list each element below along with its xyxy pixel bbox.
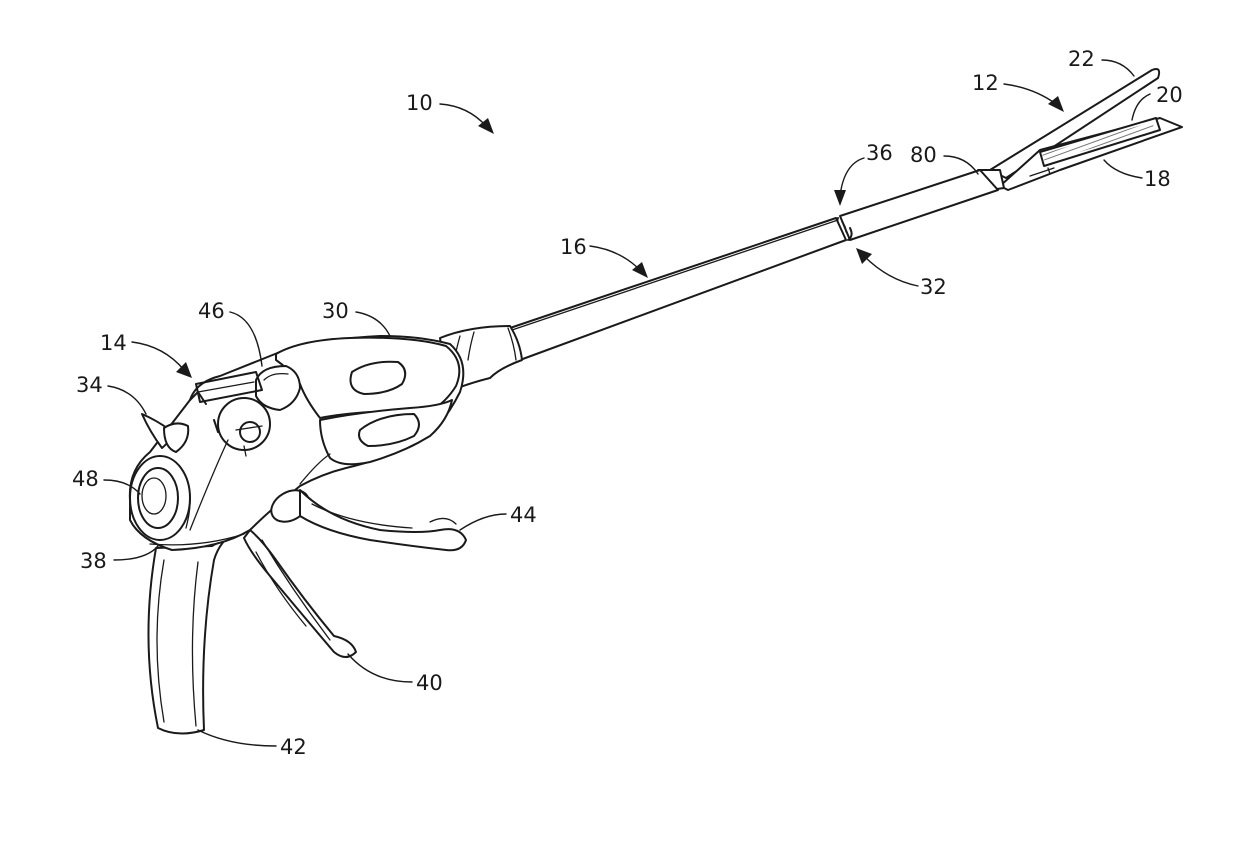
label-handle-body: 30: [322, 299, 349, 323]
label-shaft-joint: 36: [866, 141, 893, 165]
label-pin: 80: [910, 143, 937, 167]
rear-knob-mid: [138, 468, 178, 528]
label-secondary-trigger: 44: [510, 503, 537, 527]
label-articulation-joint: 32: [920, 275, 947, 299]
label-device: 10: [406, 91, 433, 115]
label-pistol-grip: 42: [280, 735, 307, 759]
label-lower-jaw: 18: [1144, 167, 1171, 191]
side-knob-inner: [240, 422, 260, 442]
label-handle-assembly: 14: [100, 331, 127, 355]
label-anvil: 22: [1068, 47, 1095, 71]
label-housing-edge: 38: [80, 549, 107, 573]
label-top-button: 46: [198, 299, 225, 323]
label-rear-knob: 48: [72, 467, 99, 491]
label-trigger: 40: [416, 671, 443, 695]
label-knob: 34: [76, 373, 103, 397]
distal-shaft: [836, 170, 998, 240]
firing-trigger: [244, 530, 356, 657]
secondary-trigger: [300, 490, 466, 550]
label-end-effector: 12: [972, 71, 999, 95]
label-shaft: 16: [560, 235, 587, 259]
label-cartridge: 20: [1156, 83, 1183, 107]
